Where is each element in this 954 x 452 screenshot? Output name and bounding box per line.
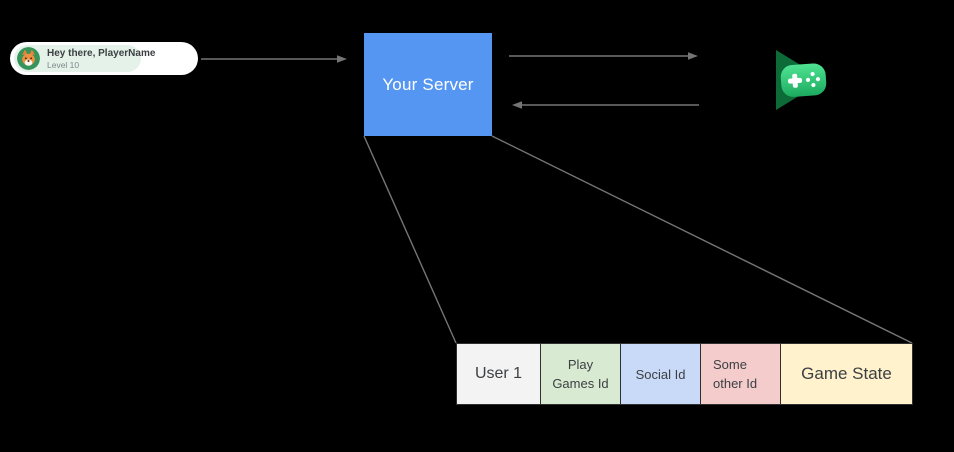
table-cell-play-games-id: Play Games Id bbox=[541, 344, 621, 404]
table-cell-game-state-label: Game State bbox=[801, 364, 892, 383]
arrowhead-server-to-playgames bbox=[688, 52, 698, 60]
player-card-text: Hey there, PlayerName Level 10 bbox=[47, 48, 156, 70]
table-cell-social-id-label: Social Id bbox=[635, 366, 686, 382]
player-level-label: Level 10 bbox=[47, 60, 80, 70]
line-server-to-table-left bbox=[363, 135, 457, 344]
player-greeting-card: Hey there, PlayerName Level 10 bbox=[10, 42, 198, 75]
arrowhead-card-to-server bbox=[337, 55, 347, 63]
user-id-mapping-table: User 1 Play Games Id Social Id Some othe… bbox=[456, 343, 913, 405]
line-server-to-table-right bbox=[491, 135, 913, 344]
arrowhead-playgames-to-server bbox=[512, 101, 522, 109]
table-cell-some-other-id-label: Some other Id bbox=[713, 356, 758, 392]
table-cell-social-id: Social Id bbox=[621, 344, 701, 404]
your-server-box: Your Server bbox=[364, 33, 492, 136]
fox-avatar-icon bbox=[17, 47, 40, 70]
player-card-accent: Hey there, PlayerName Level 10 bbox=[14, 45, 155, 72]
table-cell-user: User 1 bbox=[457, 344, 541, 404]
table-cell-game-state: Game State bbox=[781, 344, 912, 404]
table-cell-some-other-id: Some other Id bbox=[701, 344, 781, 404]
table-cell-user-label: User 1 bbox=[474, 365, 523, 382]
table-cell-play-games-id-label: Play Games Id bbox=[552, 356, 609, 392]
google-play-games-logo-icon bbox=[774, 47, 836, 113]
your-server-label: Your Server bbox=[382, 74, 474, 94]
player-greeting-label: Hey there, PlayerName bbox=[47, 48, 156, 59]
